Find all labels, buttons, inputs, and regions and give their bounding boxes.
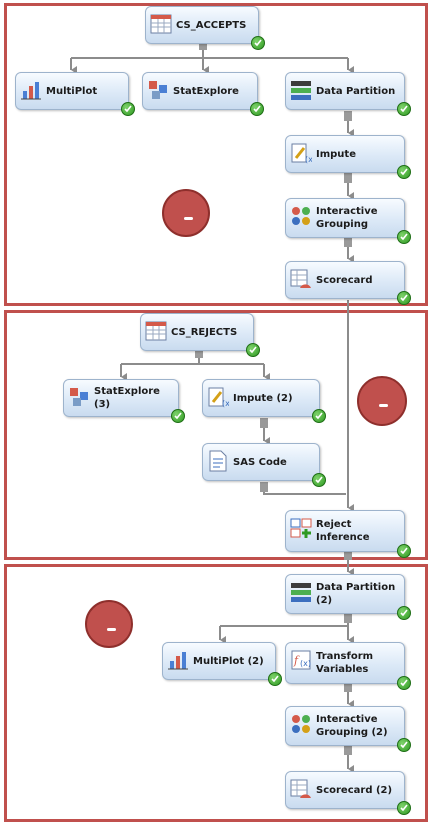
node-impute[interactable]: (x) Impute: [285, 135, 411, 179]
completed-check-icon: [312, 473, 326, 487]
node-multiplot[interactable]: MultiPlot: [15, 72, 135, 116]
node-transform-variables[interactable]: f(x) Transform Variables: [285, 642, 411, 690]
impute-icon: (x): [290, 142, 316, 166]
node-multiplot-2[interactable]: MultiPlot (2): [162, 642, 282, 686]
completed-check-icon: [121, 102, 135, 116]
data-partition-icon: [290, 79, 312, 103]
node-scorecard[interactable]: Scorecard: [285, 261, 411, 305]
node-label: SAS Code: [233, 456, 287, 468]
scorecard-icon: [290, 268, 312, 292]
completed-check-icon: [312, 409, 326, 423]
rejects-section: [4, 310, 428, 560]
node-label: MultiPlot: [46, 85, 98, 97]
node-data-partition[interactable]: Data Partition: [285, 72, 411, 116]
node-label: StatExplore: [173, 85, 239, 97]
node-statexplore[interactable]: StatExplore: [142, 72, 264, 116]
svg-text:f: f: [293, 654, 300, 667]
node-scorecard-2[interactable]: Scorecard (2): [285, 771, 411, 815]
reject-inference-icon: [290, 517, 312, 541]
completed-check-icon: [251, 36, 265, 50]
accepts-section: [4, 3, 428, 306]
node-label: Impute: [316, 148, 356, 160]
completed-check-icon: [250, 102, 264, 116]
svg-text:(x): (x): [305, 155, 312, 164]
multiplot-icon: [167, 649, 189, 673]
completed-check-icon: [397, 165, 411, 179]
completed-check-icon: [246, 343, 260, 357]
statexplore-icon: [68, 386, 90, 410]
completed-check-icon: [397, 544, 411, 558]
node-cs-rejects[interactable]: CS_REJECTS: [140, 313, 260, 357]
final-section: [4, 564, 428, 822]
node-label: MultiPlot (2): [193, 655, 264, 667]
node-reject-inference[interactable]: Reject Inference: [285, 510, 411, 558]
statexplore-icon: [147, 79, 169, 103]
node-label: Reject Inference: [316, 519, 370, 543]
node-label: Data Partition: [316, 85, 396, 97]
completed-check-icon: [397, 291, 411, 305]
transform-variables-icon: f(x): [290, 649, 312, 673]
completed-check-icon: [397, 801, 411, 815]
svg-text:(x): (x): [300, 659, 311, 668]
node-label: Data Partition (2): [316, 582, 396, 606]
section-marker-final: [85, 600, 133, 648]
node-label: Interactive Grouping (2): [316, 714, 388, 738]
completed-check-icon: [268, 672, 282, 686]
interactive-grouping-icon: [290, 713, 312, 737]
node-data-partition-2[interactable]: Data Partition (2): [285, 574, 411, 620]
node-label: Impute (2): [233, 392, 293, 404]
completed-check-icon: [397, 230, 411, 244]
data-source-icon: [145, 320, 167, 344]
node-label: CS_ACCEPTS: [176, 19, 247, 31]
node-impute-2[interactable]: (x) Impute (2): [202, 379, 326, 423]
node-label: Scorecard (2): [316, 784, 393, 796]
completed-check-icon: [397, 676, 411, 690]
node-interactive-grouping-2[interactable]: Interactive Grouping (2): [285, 706, 411, 752]
node-cs-accepts[interactable]: CS_ACCEPTS: [145, 6, 265, 50]
data-partition-icon: [290, 581, 312, 605]
node-label: Scorecard: [316, 274, 373, 286]
completed-check-icon: [397, 606, 411, 620]
node-label: CS_REJECTS: [171, 326, 238, 338]
interactive-grouping-icon: [290, 205, 312, 229]
sas-code-icon: [207, 450, 229, 474]
node-statexplore-3[interactable]: StatExplore (3): [63, 379, 185, 423]
scorecard-icon: [290, 778, 312, 802]
svg-text:(x): (x): [222, 399, 229, 408]
node-label: Interactive Grouping: [316, 206, 378, 230]
link-sascode-reject: [263, 484, 346, 495]
section-marker-rejects: [357, 376, 407, 426]
completed-check-icon: [171, 409, 185, 423]
multiplot-icon: [20, 79, 42, 103]
impute-icon: (x): [207, 386, 233, 410]
data-source-icon: [150, 13, 172, 37]
node-label: Transform Variables: [316, 651, 374, 675]
node-sas-code[interactable]: SAS Code: [202, 443, 326, 487]
node-label: StatExplore (3): [94, 386, 160, 410]
section-marker-accepts: [162, 189, 210, 237]
completed-check-icon: [397, 738, 411, 752]
completed-check-icon: [397, 102, 411, 116]
node-interactive-grouping[interactable]: Interactive Grouping: [285, 198, 411, 244]
